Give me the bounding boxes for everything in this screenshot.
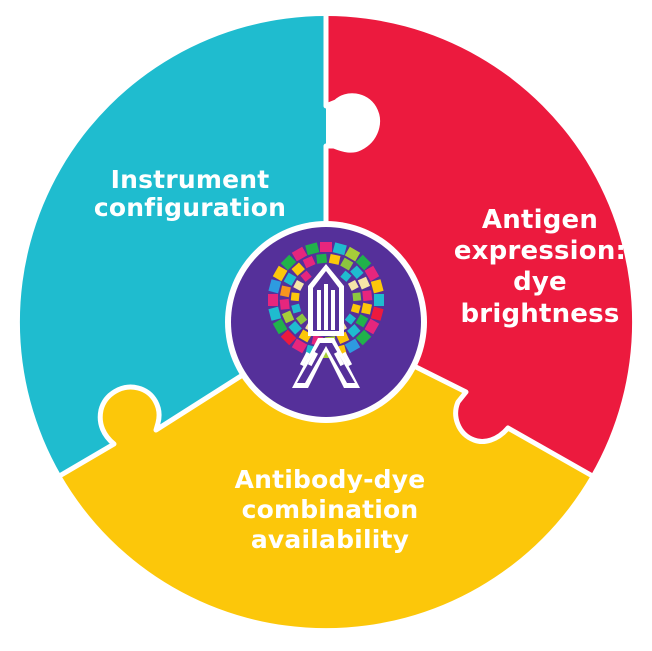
center-logo [225, 221, 427, 423]
instrument-label-line-1: Instrument [110, 165, 270, 194]
puzzle-seams [53, 7, 599, 481]
tower-arrow-icon [292, 264, 360, 388]
instrument-configuration-label: Instrument configuration [70, 165, 310, 223]
antibody-label-line-1: Antibody-dye [234, 465, 426, 494]
antigen-expression-label: Antigen expression: dye brightness [440, 205, 640, 330]
antibody-label-line-2: combination [241, 495, 419, 524]
antibody-label-line-3: availability [250, 525, 410, 554]
antigen-label-line-4: brightness [460, 298, 620, 329]
antigen-label-line-2: expression: [453, 236, 627, 267]
antibody-dye-label: Antibody-dye combination availability [195, 465, 465, 555]
antigen-label-line-1: Antigen [481, 205, 599, 235]
antigen-label-line-3: dye [513, 267, 567, 298]
instrument-label-line-2: configuration [93, 193, 287, 223]
